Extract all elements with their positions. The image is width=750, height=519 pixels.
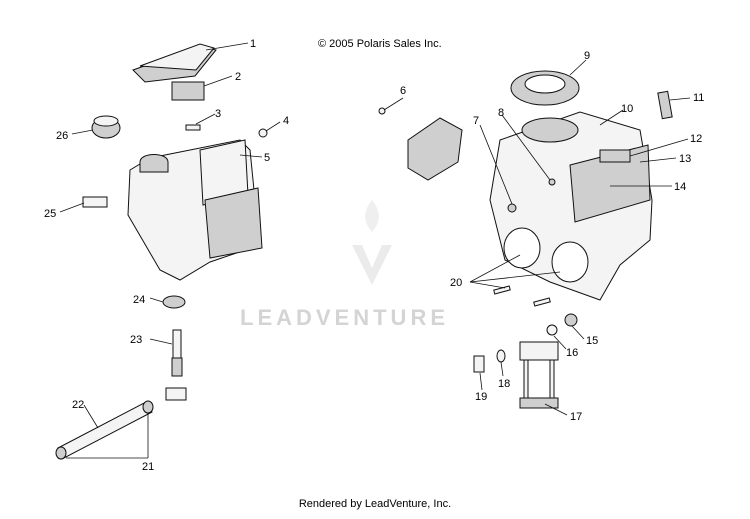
callout-13: 13 xyxy=(679,153,691,165)
part-9-seal xyxy=(510,70,580,106)
callout-15: 15 xyxy=(586,335,598,347)
callout-14: 14 xyxy=(674,181,686,193)
callout-2: 2 xyxy=(235,71,241,83)
callout-18: 18 xyxy=(498,378,510,390)
watermark-logo xyxy=(352,200,392,285)
callout-22: 22 xyxy=(72,399,84,411)
callout-12: 12 xyxy=(690,133,702,145)
callout-19: 19 xyxy=(475,391,487,403)
watermark-text: LEADVENTURE xyxy=(240,305,450,330)
part-19-bolt xyxy=(473,355,485,373)
part-20-bolt-a xyxy=(493,285,511,295)
footer-credit: Rendered by LeadVenture, Inc. xyxy=(298,498,452,510)
part-4-nut xyxy=(258,128,268,138)
callout-16: 16 xyxy=(566,347,578,359)
callout-10: 10 xyxy=(621,103,633,115)
part-6-screw xyxy=(378,107,386,115)
callout-7: 7 xyxy=(473,115,479,127)
callout-1: 1 xyxy=(250,38,256,50)
part-17-bracket xyxy=(519,341,559,409)
callout-numbers: 1 2 3 4 5 6 7 8 9 10 11 12 13 14 15 16 1… xyxy=(44,38,704,473)
part-2-pad xyxy=(171,81,205,101)
part-15-nut xyxy=(564,313,578,327)
callout-4: 4 xyxy=(283,115,289,127)
callout-8: 8 xyxy=(498,107,504,119)
part-24-grommet xyxy=(162,295,186,309)
callout-6: 6 xyxy=(400,85,406,97)
callout-24: 24 xyxy=(133,294,145,306)
part-1-cover xyxy=(132,43,217,83)
leader-lines xyxy=(59,42,691,459)
callout-25: 25 xyxy=(44,208,56,220)
airbox xyxy=(489,111,653,301)
part-26-cap xyxy=(91,115,121,139)
part-18-washer xyxy=(496,349,506,363)
part-20-bolt-b xyxy=(533,297,551,307)
part-11-latch xyxy=(657,90,673,120)
part-3-bolt xyxy=(185,124,201,131)
part-16-washer xyxy=(546,324,558,336)
callout-20: 20 xyxy=(450,277,462,289)
callout-23: 23 xyxy=(130,334,142,346)
callout-9: 9 xyxy=(584,50,590,62)
cdi-module xyxy=(407,117,463,181)
part-22-hose xyxy=(55,400,154,460)
part-25-oil-tank xyxy=(82,139,263,281)
callout-26: 26 xyxy=(56,130,68,142)
part-23-sensor xyxy=(165,329,187,401)
callout-3: 3 xyxy=(215,108,221,120)
callout-5: 5 xyxy=(264,152,270,164)
callout-11: 11 xyxy=(693,92,704,104)
callout-17: 17 xyxy=(570,411,582,423)
copyright-text: © 2005 Polaris Sales Inc. xyxy=(318,38,442,50)
callout-21: 21 xyxy=(142,461,154,473)
